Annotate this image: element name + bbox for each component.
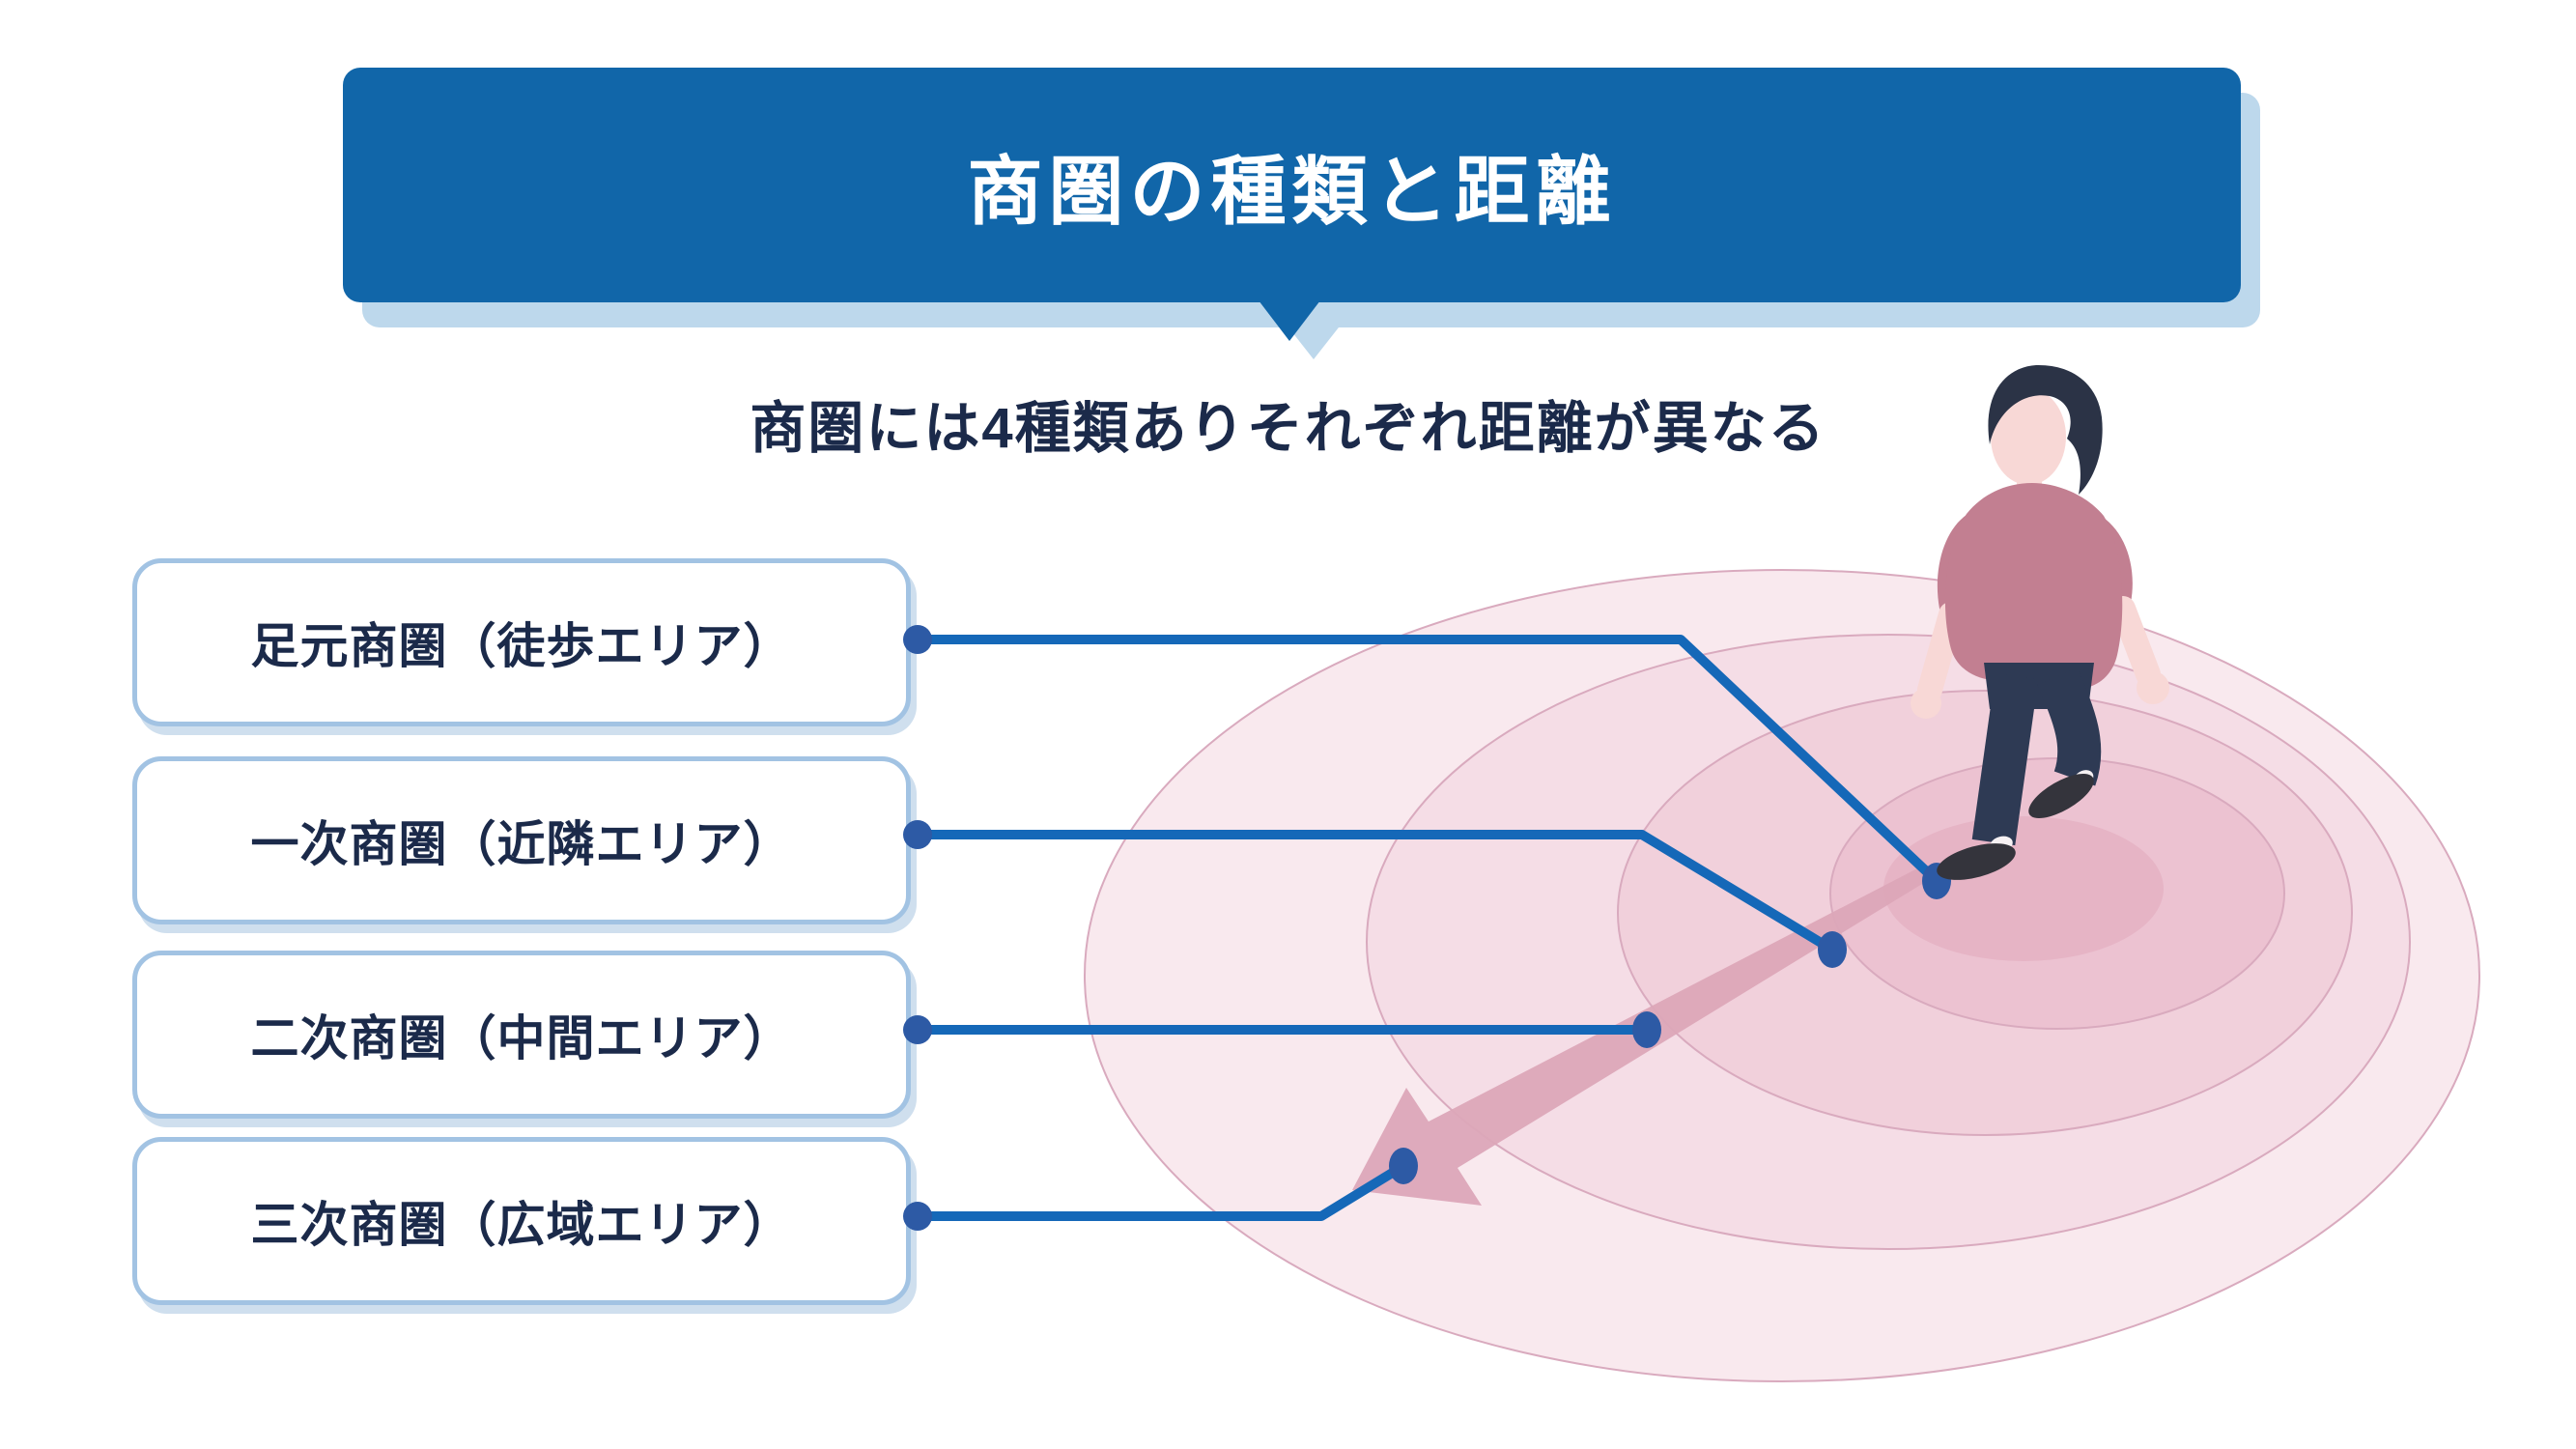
person-right-arm xyxy=(2110,596,2161,687)
page-title: 商圏の種類と距離 xyxy=(967,148,1617,234)
person-hips xyxy=(1984,663,2094,709)
legend-box-tertiary-area: 三次商圏（広域エリア） xyxy=(132,1137,911,1305)
connector-dots xyxy=(903,625,1951,1231)
trade-area-rings xyxy=(1084,569,2480,1382)
person-right-sock xyxy=(2073,770,2094,787)
person-right-sleeve xyxy=(2090,514,2133,625)
legend-label: 三次商圏（広域エリア） xyxy=(250,1198,793,1252)
title-banner: 商圏の種類と距離 xyxy=(343,68,2241,302)
ring-tertiary-area xyxy=(1084,569,2480,1382)
legend-label: 一次商圏（近隣エリア） xyxy=(250,817,793,871)
person-right-shoe xyxy=(2028,773,2094,819)
ring-dot-secondary-area xyxy=(1632,1011,1661,1048)
ring-primary-area xyxy=(1617,690,2353,1136)
subtitle-text: 商圏には4種類ありそれぞれ距離が異なる xyxy=(750,397,1826,460)
ring-dot-walking-area xyxy=(1922,863,1951,899)
person-right-leg xyxy=(2037,668,2102,786)
connector-lines xyxy=(920,635,1940,1221)
ring-dot-primary-area xyxy=(1818,931,1847,968)
person-left-hand xyxy=(1911,688,1941,719)
connector-tertiary-area xyxy=(920,1161,1406,1221)
person-left-shoe xyxy=(1937,843,2016,880)
person-left-arm xyxy=(1917,602,1964,702)
person-shirt xyxy=(1944,483,2123,688)
person-left-sock xyxy=(1990,836,2013,853)
ring-dot-tertiary-area xyxy=(1389,1148,1418,1184)
person-right-hand xyxy=(2137,671,2169,704)
banner-pointer-triangle xyxy=(1259,300,1320,341)
ring-walking-area xyxy=(1829,757,2285,1030)
legend-box-primary-area: 一次商圏（近隣エリア） xyxy=(132,756,911,924)
legend-box-walking-area: 足元商圏（徒歩エリア） xyxy=(132,558,911,726)
person-left-sleeve xyxy=(1937,510,1982,631)
person-left-leg xyxy=(1971,672,2039,846)
person-neck xyxy=(2017,473,2042,498)
legend-label: 足元商圏（徒歩エリア） xyxy=(250,619,793,673)
legend-box-secondary-area: 二次商圏（中間エリア） xyxy=(132,951,911,1119)
connector-primary-area xyxy=(920,830,1835,954)
distance-arrow xyxy=(1352,867,1927,1206)
ring-center-shadow xyxy=(1883,816,2164,961)
legend-label: 二次商圏（中間エリア） xyxy=(250,1011,793,1065)
ring-secondary-area xyxy=(1366,634,2411,1250)
connector-walking-area xyxy=(920,635,1940,885)
